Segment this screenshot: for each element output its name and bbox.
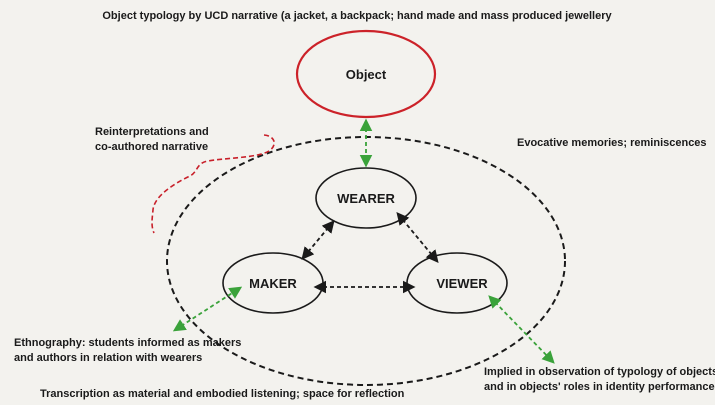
diagram-title: Object typology by UCD narrative (a jack… xyxy=(102,10,612,22)
maker-node-label: MAKER xyxy=(249,276,297,291)
wearer-node xyxy=(315,167,417,229)
wearer-node-label: WEARER xyxy=(337,191,395,206)
reinterpretations-label-line2: co-authored narrative xyxy=(95,141,208,153)
reinterpretations-label-line1: Reinterpretations and xyxy=(95,126,209,138)
viewer-node-label: VIEWER xyxy=(436,276,488,291)
ethnography-label-line2: and authors in relation with wearers xyxy=(14,352,202,364)
transcription-label: Transcription as material and embodied l… xyxy=(40,388,405,400)
implied-label-line2: and in objects' roles in identity perfor… xyxy=(484,381,715,393)
viewer-implied-arrow xyxy=(488,295,555,364)
evocative-label: Evocative memories; reminiscences xyxy=(517,137,707,149)
object-node-label: Object xyxy=(346,67,387,82)
wearer-viewer-arrow xyxy=(396,212,439,263)
object-node xyxy=(295,29,437,119)
ethnography-maker-arrow xyxy=(172,286,243,332)
wearer-maker-arrow xyxy=(301,220,335,260)
co-authored-brace xyxy=(151,134,275,234)
ethnography-label-line1: Ethnography: students informed as makers xyxy=(14,337,241,349)
implied-label-line1: Implied in observation of typology of ob… xyxy=(484,366,715,378)
